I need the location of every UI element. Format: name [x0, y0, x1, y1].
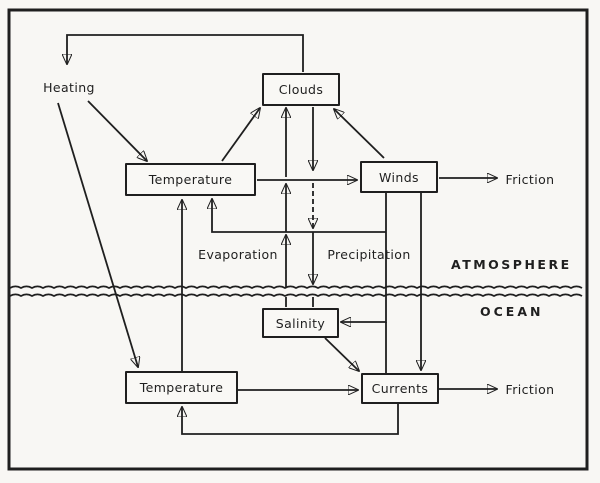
node-temperature-ocean: Temperature: [125, 371, 238, 404]
arrow-clouds-to-heating: [67, 34, 304, 72]
arrow-winds-to-clouds: [334, 109, 385, 159]
region-label-ocean: OCEAN: [480, 304, 544, 319]
arrow-currents-to-temperature-ocean-feedback: [182, 404, 399, 435]
node-clouds: Clouds: [262, 73, 340, 106]
node-winds: Winds: [360, 161, 438, 193]
node-currents: Currents: [361, 373, 439, 404]
arrow-temperature-atmosphere-to-clouds: [221, 108, 260, 162]
label-friction-atmosphere: Friction: [505, 172, 555, 187]
ocean-surface-wave-bottom: [9, 293, 583, 298]
arrow-heating-to-temperature-ocean: [57, 102, 138, 367]
arrow-salinity-to-currents: [324, 337, 359, 371]
figure-border: [7, 8, 589, 471]
label-precipitation: Precipitation: [327, 247, 411, 262]
label-friction-ocean: Friction: [505, 382, 555, 397]
arrow-winds-to-temperature-atmosphere-feedback: [212, 199, 386, 233]
arrow-heating-to-temperature-atmosphere: [87, 100, 147, 161]
region-label-atmosphere: ATMOSPHERE: [451, 257, 572, 272]
label-evaporation: Evaporation: [198, 247, 278, 262]
node-salinity: Salinity: [262, 308, 339, 338]
ocean-surface-wave-top: [9, 285, 583, 290]
label-heating: Heating: [43, 80, 95, 95]
node-temperature-atmosphere: Temperature: [125, 163, 256, 196]
